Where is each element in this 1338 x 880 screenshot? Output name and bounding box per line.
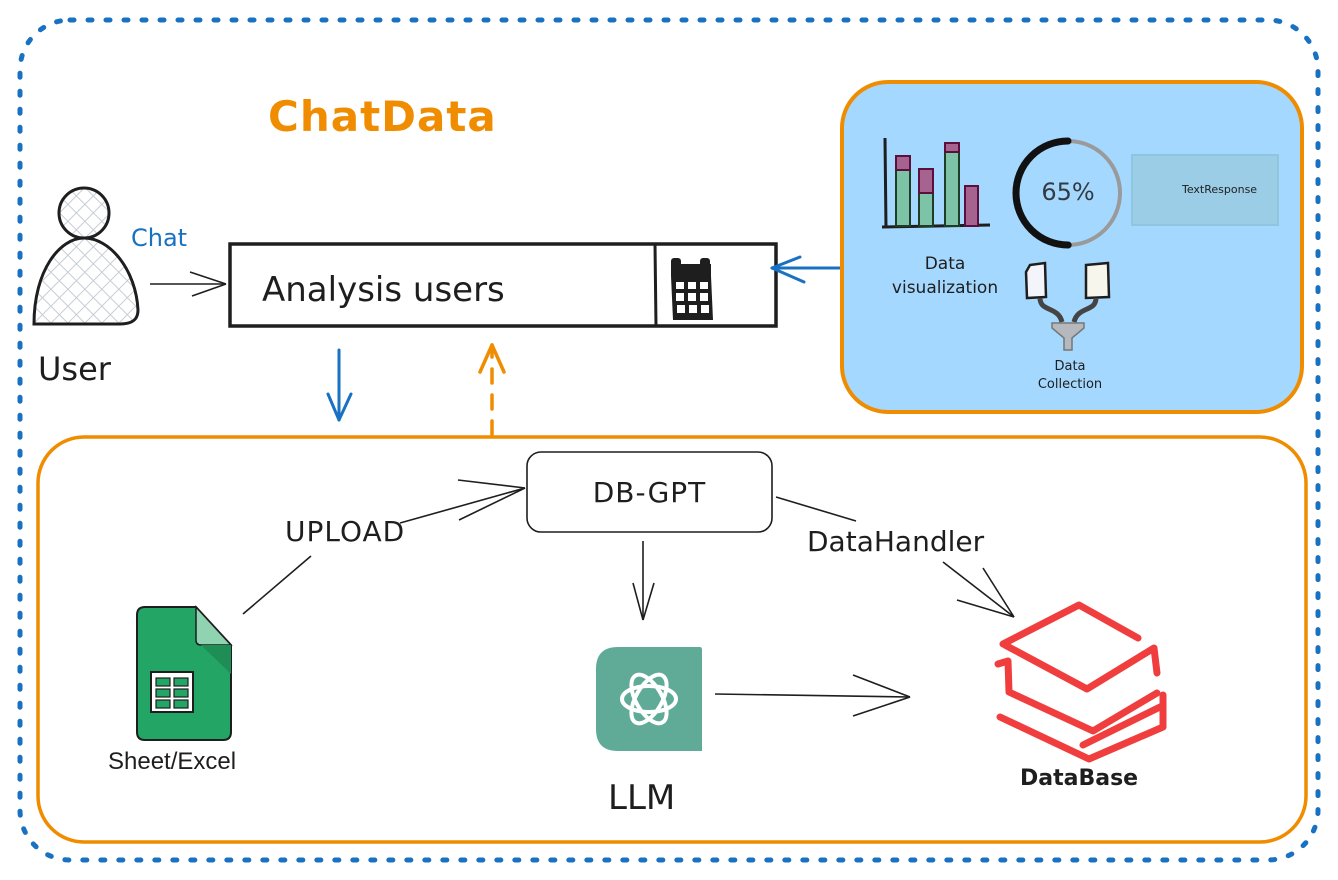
sheet-excel-icon: [136, 605, 233, 741]
progress-percent: 65%: [1041, 178, 1095, 206]
datahandler-label: DataHandler: [807, 525, 985, 558]
calendar-icon[interactable]: [671, 258, 713, 320]
text-response-box: [1131, 154, 1279, 226]
progress-ring: [1012, 137, 1122, 249]
output-return-arrow: [770, 255, 842, 284]
llm-arrow: [632, 541, 655, 621]
db-gpt-box[interactable]: [526, 451, 773, 533]
response-arrow: [478, 343, 506, 437]
data-visualization-icon: [881, 137, 991, 229]
llm-label: LLM: [608, 778, 676, 818]
bar-4: [964, 185, 979, 227]
bar-3-top: [944, 142, 960, 153]
db-gpt-label: DB-GPT: [592, 475, 707, 509]
upload-label: UPLOAD: [285, 515, 406, 548]
data-collection-label-line2: Collection: [1037, 377, 1103, 392]
database-label: DataBase: [1020, 766, 1139, 791]
llm-openai-icon: [596, 647, 702, 751]
diagram-title: ChatData: [268, 92, 497, 141]
bar-2-top: [918, 168, 934, 194]
bar-1: [895, 169, 911, 227]
progress-ring-arc: [1012, 137, 1072, 249]
user-label: User: [38, 350, 111, 388]
bar-2: [918, 192, 934, 227]
data-visualization-label-line2: visualization: [891, 278, 999, 298]
chat-input-value[interactable]: Analysis users: [262, 270, 505, 310]
bar-1-top: [895, 155, 911, 171]
database-icon: [994, 601, 1167, 763]
chat-edge-label: Chat: [131, 224, 188, 252]
request-arrow: [326, 348, 353, 422]
llm-to-database-arrow: [714, 674, 911, 717]
data-collection-label: Data Collection: [1020, 358, 1120, 394]
datahandler-arrow: [775, 496, 1015, 618]
data-visualization-label: Data visualization: [880, 252, 1010, 300]
text-response-label: TextResponse: [1182, 183, 1258, 196]
sheet-excel-label: Sheet/Excel: [108, 748, 237, 775]
backend-container: [36, 435, 1308, 844]
upload-arrow: [242, 479, 526, 615]
data-collection-label-line1: Data: [1054, 359, 1086, 374]
outer-frame: [17, 17, 1321, 863]
user-icon: [32, 186, 140, 326]
data-visualization-label-line1: Data: [924, 254, 966, 274]
chat-arrow: [150, 271, 227, 297]
bar-3: [944, 151, 960, 227]
data-collection-icon: [1024, 261, 1111, 351]
